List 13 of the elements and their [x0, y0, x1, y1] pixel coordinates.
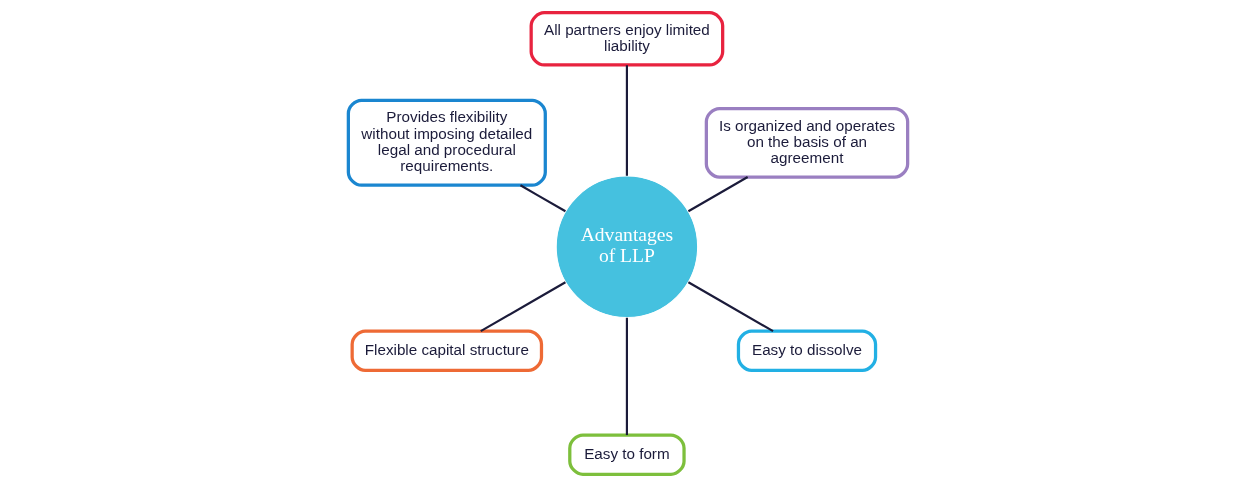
- node-box: Flexible capital structure: [350, 329, 544, 372]
- connector: [687, 281, 774, 333]
- connector: [625, 65, 628, 176]
- node-box: Easy to dissolve: [736, 329, 878, 372]
- node-circle: Advantages of LLP: [555, 175, 699, 319]
- node-box: Is organized and operates on the basis of an agreement: [704, 106, 910, 179]
- node-box: Provides flexibility without imposing detailed legal and procedural requirements.: [346, 98, 547, 187]
- node-box: All partners enjoy limited liability: [529, 11, 725, 67]
- connector: [519, 184, 566, 213]
- connector: [625, 317, 628, 436]
- node-box: Easy to form: [568, 433, 686, 476]
- connector: [687, 176, 749, 213]
- connector: [480, 281, 566, 333]
